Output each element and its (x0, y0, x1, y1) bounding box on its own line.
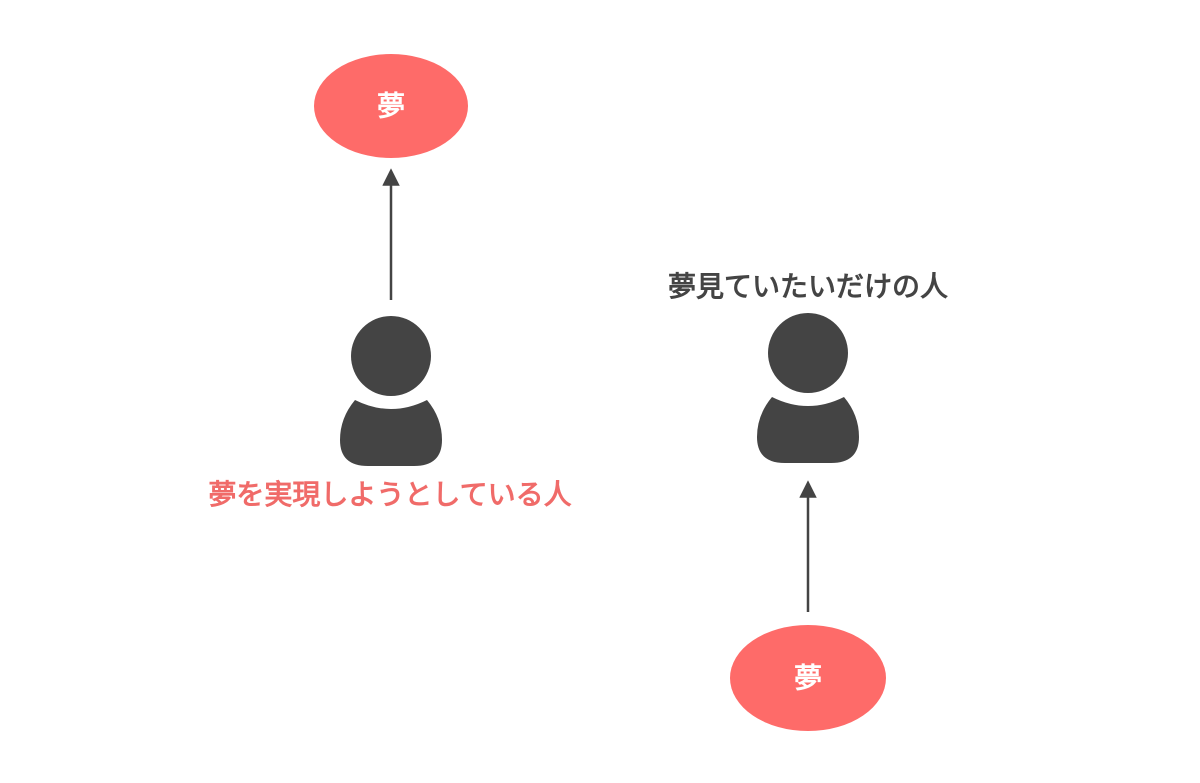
left-person-body (340, 400, 442, 466)
right-dream-ellipse (730, 625, 886, 731)
left-caption: 夢を実現しようとしている人 (208, 478, 572, 511)
left-person-icon (340, 316, 442, 466)
right-group: 夢 (730, 313, 886, 731)
right-dream-label: 夢 (794, 662, 822, 695)
right-person-head (768, 313, 848, 393)
right-person-icon (757, 313, 859, 463)
left-group: 夢 (314, 54, 468, 466)
left-dream-label: 夢 (377, 90, 405, 123)
right-caption: 夢見ていたいだけの人 (667, 270, 949, 303)
right-dream-node: 夢 (730, 625, 886, 731)
left-dream-node: 夢 (314, 54, 468, 158)
left-dream-ellipse (314, 54, 468, 158)
right-person-body (757, 397, 859, 463)
left-person-head (351, 316, 431, 396)
